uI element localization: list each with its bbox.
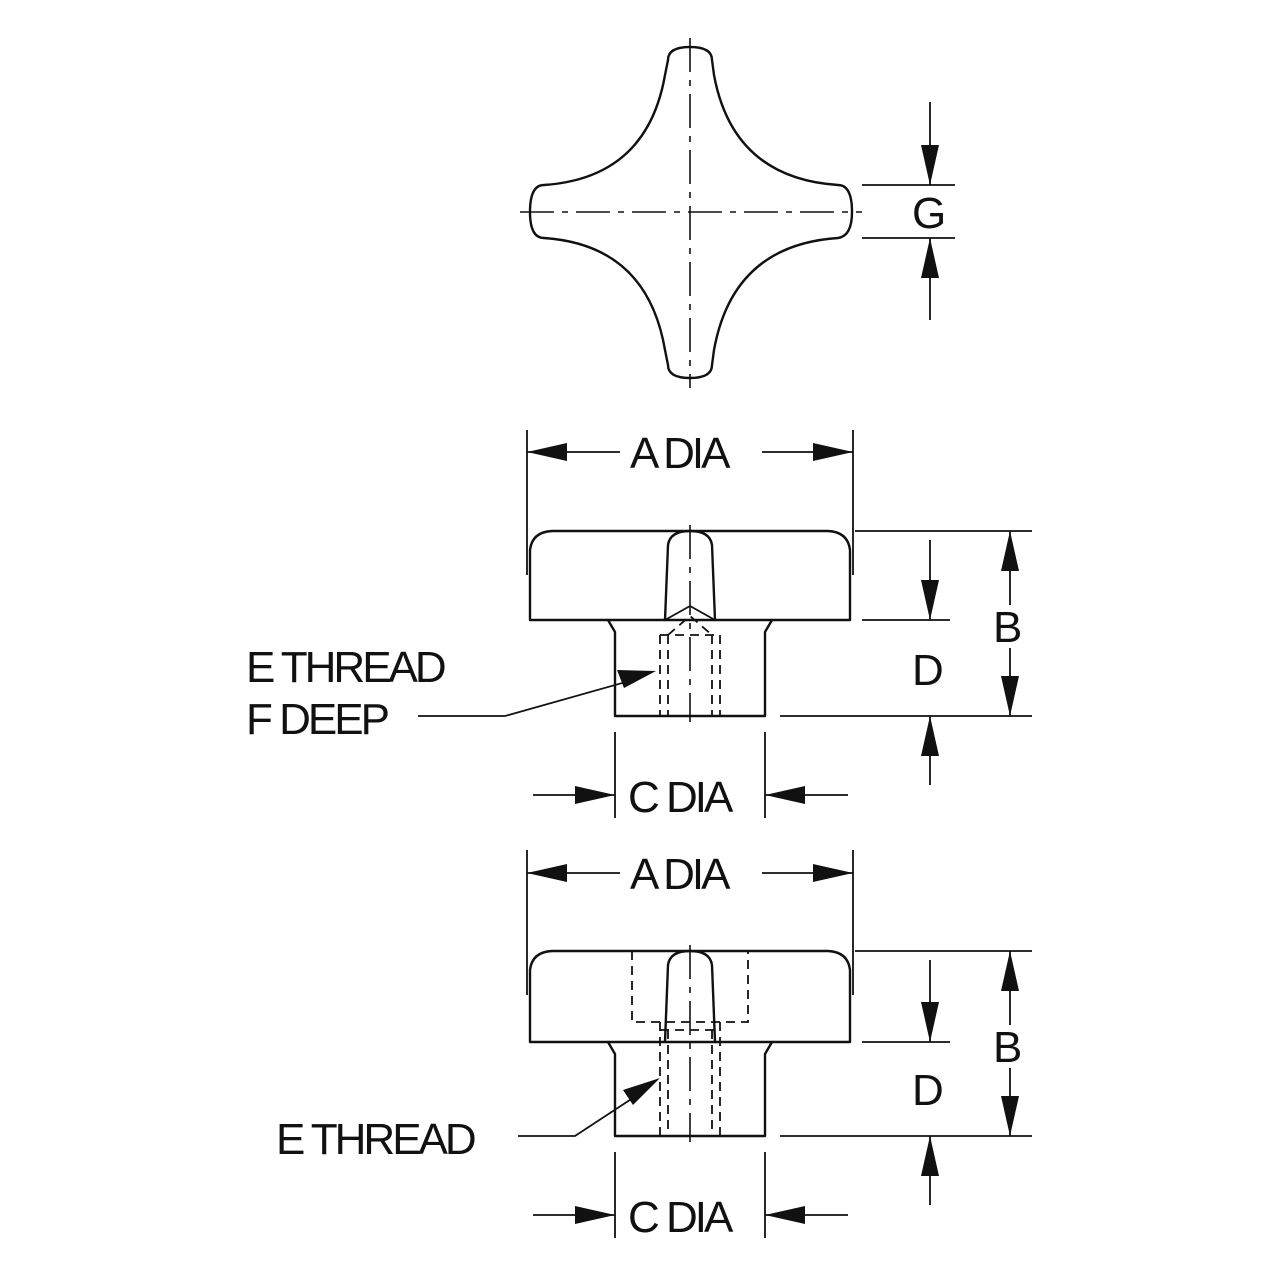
top-e-thread-leader: [418, 677, 641, 717]
knob-top-view: G: [520, 38, 955, 388]
bot-e-thread-label: E THREAD: [276, 1115, 475, 1164]
bot-b-arrow-up: [1001, 951, 1019, 991]
bot-e-thread-leader: [518, 1089, 646, 1137]
bot-e-thread-leader-arrow: [623, 1078, 660, 1105]
bot-c-arrow-left: [765, 1206, 805, 1224]
knob-top-outline: [528, 45, 854, 380]
top-e-thread-leader-arrow: [617, 670, 656, 688]
top-thread-drill-point: [667, 614, 713, 636]
bot-c-arrow-right: [575, 1206, 615, 1224]
bot-d-label: D: [912, 1066, 942, 1115]
g-arrow-up: [921, 238, 939, 278]
bot-a-arrow-left: [527, 864, 567, 882]
bot-knob-cap-outline: [528, 949, 852, 1044]
bot-b-label: B: [993, 1023, 1021, 1072]
bot-d-arrow-up: [921, 1136, 939, 1176]
top-a-arrow-left: [527, 443, 567, 461]
top-c-dia-label: C DIA: [628, 773, 734, 822]
top-knob-rib-edge-left: [664, 605, 691, 621]
bot-d-arrow-down: [921, 1002, 939, 1042]
top-knob-cap-outline: [528, 529, 852, 622]
g-arrow-down: [921, 145, 939, 185]
bot-c-dia-label: C DIA: [628, 1193, 734, 1242]
top-b-arrow-down: [1001, 676, 1019, 716]
top-knob-rib-edge-right: [689, 605, 716, 621]
top-e-thread-label: E THREAD: [246, 643, 445, 692]
knob-side-view-blind-hole: A DIA B D E THREAD F DEEP: [246, 429, 1032, 822]
g-label: G: [912, 189, 943, 238]
top-d-label: D: [912, 646, 942, 695]
top-f-deep-label: F DEEP: [246, 695, 389, 744]
bot-b-arrow-down: [1001, 1096, 1019, 1136]
top-d-arrow-up: [921, 716, 939, 756]
top-d-arrow-down: [921, 580, 939, 620]
top-a-dia-label: A DIA: [630, 429, 731, 478]
bot-a-arrow-right: [813, 864, 853, 882]
top-c-arrow-right: [575, 786, 615, 804]
top-b-label: B: [993, 603, 1021, 652]
top-b-arrow-up: [1001, 531, 1019, 571]
top-c-arrow-left: [765, 786, 805, 804]
bot-a-dia-label: A DIA: [630, 850, 731, 899]
knob-side-view-through-hole: A DIA B D E THREAD: [276, 850, 1032, 1242]
top-a-arrow-right: [813, 443, 853, 461]
